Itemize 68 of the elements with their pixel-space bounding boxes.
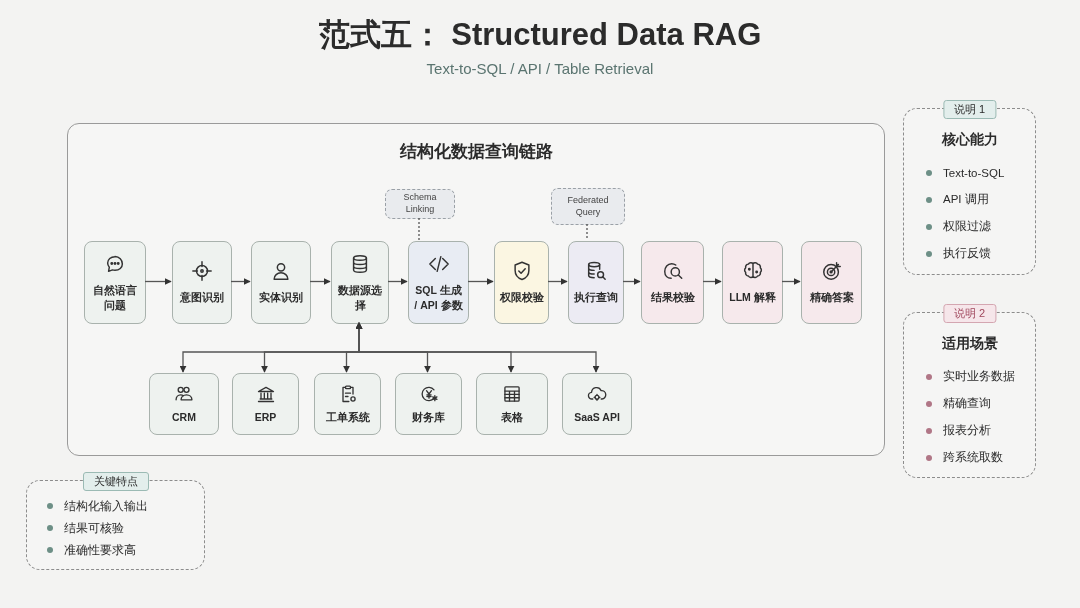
source-box [149, 373, 219, 435]
step-label: 财务库 [412, 409, 445, 425]
step-label: 意图识别 [180, 290, 224, 305]
step-label: 实体识别 [259, 290, 303, 305]
subtitle: Text-to-SQL / API / Table Retrieval [426, 60, 654, 77]
note-box [551, 188, 625, 225]
step-label: CRM [172, 409, 196, 425]
bullet-text: 结果可核验 [64, 520, 124, 536]
step-box [722, 241, 783, 324]
dashed-connector [418, 217, 420, 241]
arrow [702, 278, 722, 285]
step-label: SaaS API [574, 409, 620, 425]
bullet-text: 跨系统取数 [943, 450, 1003, 465]
step-box [172, 241, 232, 324]
step-label: ERP [254, 409, 277, 425]
arrow [387, 278, 408, 285]
step-label: 精确答案 [809, 290, 854, 305]
step-box [801, 241, 862, 324]
step-box [251, 241, 311, 324]
source-box [314, 373, 381, 435]
title: 范式五： Structured Data RAG [318, 16, 762, 54]
bullet-text: 执行反馈 [943, 246, 991, 261]
step-label: 表格 [501, 409, 523, 425]
step-label: 自然语言问题 [92, 283, 138, 312]
bullet-text: 结构化输入输出 [64, 498, 148, 514]
step-box [494, 241, 549, 324]
panel-title: 结构化数据查询链路 [399, 141, 553, 163]
bullet-text: API 调用 [943, 192, 989, 207]
step-label: LLM 解释 [729, 290, 776, 305]
bullet-text: 精确查询 [943, 396, 991, 411]
bullet-text: 报表分析 [943, 423, 991, 438]
source-box [395, 373, 462, 435]
bullet-text: Text-to-SQL [943, 166, 1005, 179]
card-heading: 适用场景 [940, 335, 999, 353]
step-box [568, 241, 624, 324]
arrow [230, 278, 251, 285]
flow-panel [67, 123, 885, 456]
tag-label: 关键特点 [82, 472, 149, 491]
step-label: 结果校验 [650, 290, 695, 305]
step-box [84, 241, 146, 324]
step-box [641, 241, 704, 324]
arrow [547, 278, 568, 285]
bullet-text: 实时业务数据 [943, 369, 1015, 384]
tag-label: 说明 1 [942, 100, 997, 119]
bullet-text: 权限过滤 [943, 219, 991, 234]
bullet-text: 准确性要求高 [64, 542, 136, 558]
note-box [385, 189, 455, 219]
arrow [781, 278, 801, 285]
dashed-connector [586, 223, 588, 241]
step-label: 数据源选择 [337, 283, 383, 312]
source-box [562, 373, 632, 435]
arrow [467, 278, 494, 285]
arrow [622, 278, 641, 285]
step-box [408, 241, 469, 324]
step-label: 执行查询 [574, 290, 618, 305]
step-label: 权限校验 [499, 290, 544, 305]
tag-label: 说明 2 [942, 304, 997, 323]
card-heading: 核心能力 [940, 131, 999, 149]
arrow [144, 278, 172, 285]
branch-arrow [355, 322, 600, 373]
source-box [232, 373, 299, 435]
note-label: Federated Query [566, 194, 610, 219]
arrow [309, 278, 331, 285]
step-label: SQL 生成 / API 参数 [413, 283, 464, 312]
note-label: Schema Linking [402, 192, 438, 216]
source-box [476, 373, 548, 435]
step-box [331, 241, 389, 324]
step-label: 工单系统 [325, 409, 370, 425]
